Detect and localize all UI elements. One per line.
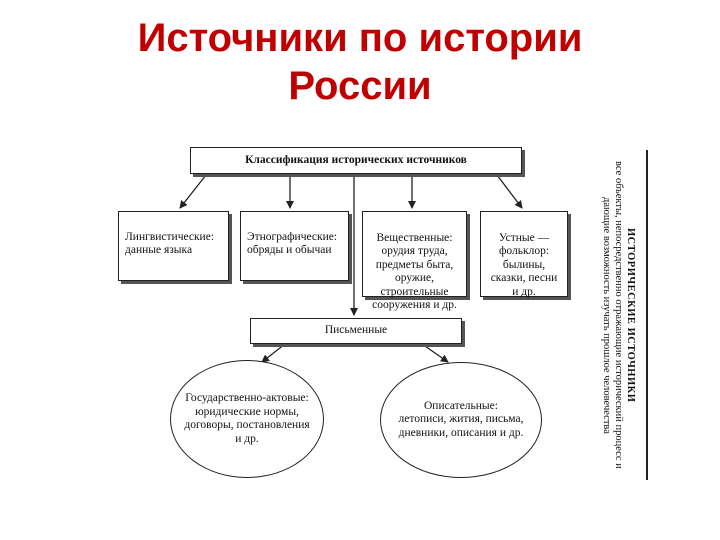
category-oral-box: Устные — фольклор: былины, сказки, песни…	[480, 211, 568, 298]
definition-divider	[646, 150, 648, 480]
descriptive-ellipse: Описательные: летописи, жития, письма, д…	[380, 362, 542, 478]
category-material-box: Вещественные: орудия труда, предметы быт…	[362, 211, 467, 311]
written-sources-label: Письменные	[324, 324, 388, 336]
descriptive-label: Описательные: летописи, жития, письма, д…	[398, 399, 524, 439]
slide-title: Источники по истории России	[0, 14, 720, 110]
arrow-to-descriptive	[421, 343, 449, 363]
category-linguistic-label: Лингвистические: данные языка	[125, 230, 215, 257]
classification-root-box: Классификация исторических источников	[190, 147, 522, 174]
state-acts-ellipse: Государственно-актовые: юридические норм…	[170, 360, 324, 478]
state-acts-label: Государственно-актовые: юридические норм…	[184, 392, 310, 445]
category-ethnographic-label: Этнографические: обряды и обычаи	[247, 230, 338, 257]
slide-title-line-1: Источники по истории	[137, 16, 583, 60]
written-sources-box: Письменные	[250, 318, 462, 344]
slide-title-line-2: России	[288, 64, 432, 108]
arrow-to-linguistic	[179, 174, 207, 209]
definition-heading: ИСТОРИЧЕСКИЕ ИСТОЧНИКИ	[625, 227, 636, 403]
arrow-to-state-acts	[261, 343, 286, 363]
historical-sources-definition: ИСТОРИЧЕСКИЕ ИСТОЧНИКИ все объекты, непо…	[572, 150, 636, 480]
classification-root-label: Классификация исторических источников	[245, 154, 467, 166]
arrow-to-oral	[496, 174, 523, 209]
definition-text: все объекты, непосредственно отражающие …	[601, 161, 624, 469]
category-material-label: Вещественные: орудия труда, предметы быт…	[372, 231, 457, 312]
category-linguistic-box: Лингвистические: данные языка	[118, 211, 229, 281]
category-oral-label: Устные — фольклор: былины, сказки, песни…	[490, 231, 558, 298]
category-ethnographic-box: Этнографические: обряды и обычаи	[240, 211, 349, 281]
